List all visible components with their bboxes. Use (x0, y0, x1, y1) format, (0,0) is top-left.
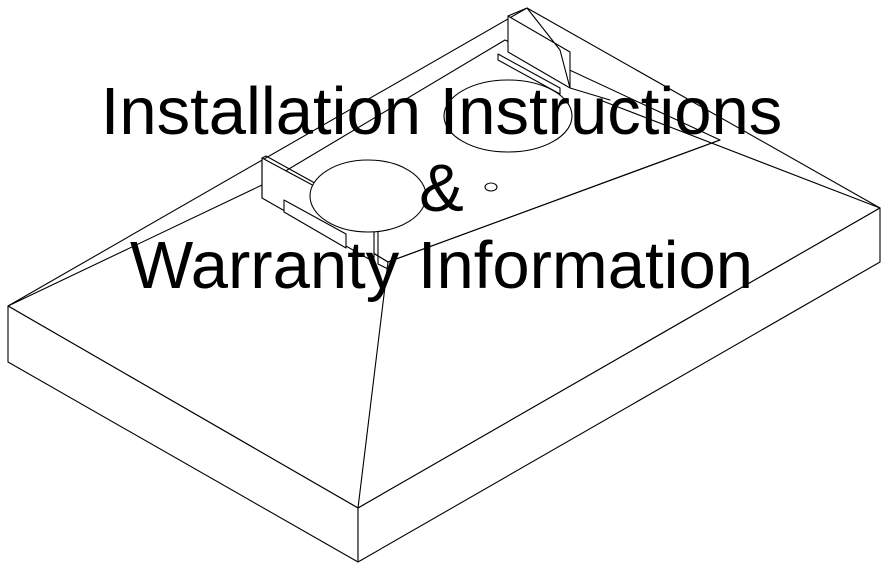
title-warranty-information: Warranty Information (129, 228, 754, 303)
title-block: Installation Instructions & Warranty Inf… (0, 78, 883, 299)
title-ampersand: & (419, 151, 464, 226)
wire-hole (484, 182, 498, 192)
hood-canopy-front-edge (357, 261, 389, 509)
duct-opening-rear (443, 79, 573, 153)
duct-opening-front (309, 159, 427, 233)
damper-flap-rear (497, 53, 561, 95)
damper-flap-front (283, 199, 347, 249)
title-installation-instructions: Installation Instructions (100, 74, 783, 149)
damper-collar-rear-edge (507, 7, 611, 101)
hood-front-right-face (357, 207, 881, 563)
hood-canopy-right-edge (599, 99, 881, 209)
